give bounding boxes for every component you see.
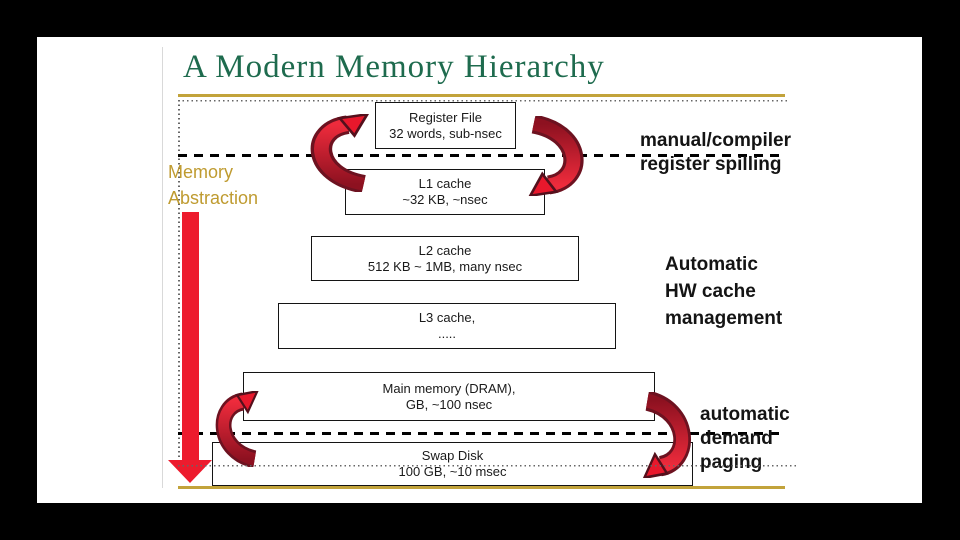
- level-detail: ~32 KB, ~nsec: [402, 192, 488, 207]
- dotted-border-top: [178, 100, 790, 102]
- content-placeholder-border: [162, 47, 163, 488]
- level-detail: 100 GB, ~10 msec: [398, 464, 507, 479]
- level-box-l1-cache: L1 cache ~32 KB, ~nsec: [345, 169, 545, 215]
- level-box-main-memory: Main memory (DRAM), GB, ~100 nsec: [243, 372, 655, 421]
- annotation-line: Automatic: [665, 254, 758, 275]
- abstraction-down-arrow-icon: [167, 212, 213, 484]
- annotation-demand-paging: automatic demand paging: [700, 403, 790, 475]
- annotation-register-spilling: manual/compiler register spilling: [640, 129, 791, 177]
- memory-abstraction-line1: Memory: [168, 162, 234, 182]
- level-detail: 512 KB ~ 1MB, many nsec: [367, 258, 523, 274]
- register-spilling-divider: [178, 154, 785, 157]
- annotation-line: register spilling: [640, 154, 782, 175]
- annotation-line: manual/compiler: [640, 130, 791, 151]
- register-l1-cycle-arrow-left-icon: [307, 114, 375, 192]
- level-name: L1 cache: [418, 176, 472, 191]
- level-name: Swap Disk: [421, 448, 484, 463]
- level-box-register-file: Register File 32 words, sub-nsec: [375, 102, 516, 149]
- title-underline: [178, 94, 785, 97]
- annotation-line: HW cache: [665, 281, 756, 302]
- annotation-line: automatic: [700, 404, 790, 425]
- memory-abstraction-line2: Abstraction: [168, 188, 259, 208]
- slide-footer-line: [178, 486, 785, 489]
- dotted-border-bottom: [178, 465, 796, 467]
- register-l1-cycle-arrow-right-icon: [523, 116, 587, 196]
- annotation-hw-cache-management: Automatic HW cache management: [665, 251, 782, 332]
- level-box-swap-disk: Swap Disk 100 GB, ~10 msec: [212, 442, 693, 486]
- annotation-line: management: [665, 308, 783, 329]
- dram-swap-cycle-arrow-left-icon: [213, 391, 263, 467]
- demand-paging-divider: [178, 432, 785, 435]
- slide-canvas: A Modern Memory Hierarchy Register File …: [37, 37, 922, 503]
- level-detail: GB, ~100 nsec: [405, 396, 493, 412]
- level-box-l2-cache: L2 cache 512 KB ~ 1MB, many nsec: [311, 236, 579, 281]
- level-detail: 32 words, sub-nsec: [389, 125, 502, 141]
- level-detail: .....: [437, 326, 457, 341]
- annotation-line: paging: [700, 452, 763, 473]
- dotted-border-left: [178, 100, 180, 466]
- level-name: L2 cache: [418, 242, 472, 258]
- memory-abstraction-label: Memory Abstraction: [168, 159, 258, 211]
- level-name: L3 cache,: [418, 310, 476, 325]
- annotation-line: demand: [700, 428, 773, 449]
- level-name: Main memory (DRAM),: [382, 380, 516, 396]
- slide-title: A Modern Memory Hierarchy: [183, 49, 605, 85]
- level-box-l3-cache: L3 cache, .....: [278, 303, 616, 349]
- level-name: Register File: [409, 109, 482, 125]
